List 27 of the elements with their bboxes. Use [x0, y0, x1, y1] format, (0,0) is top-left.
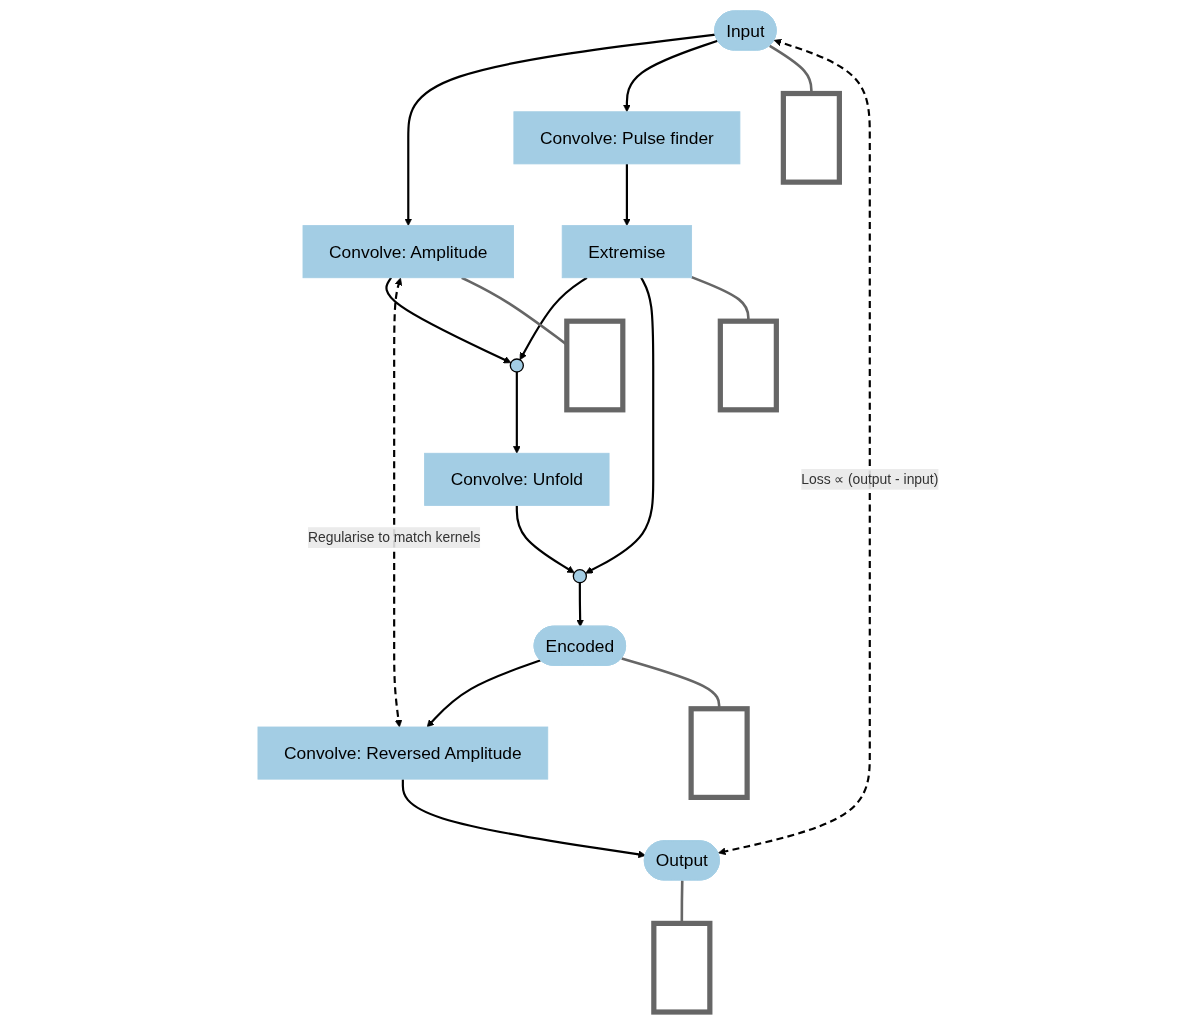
arrow — [623, 39, 719, 113]
arrow — [576, 582, 585, 627]
arrow — [623, 163, 632, 226]
node-box: Extremise — [562, 225, 693, 279]
edge-label: Regularise to match kernels — [308, 529, 481, 545]
edge-label: Loss ∝ (output - input) — [801, 471, 939, 487]
arrow — [402, 779, 647, 859]
node-box — [651, 920, 713, 1015]
node-box — [688, 706, 751, 800]
arrow — [520, 276, 588, 361]
arrow — [385, 277, 512, 364]
arrow — [718, 38, 872, 856]
arrow — [404, 33, 716, 226]
node-box — [718, 318, 780, 413]
node-box: Convolve: Amplitude — [302, 225, 515, 279]
node-box: Convolve: Unfold — [424, 452, 610, 506]
node-box — [781, 90, 843, 185]
node-circle — [573, 569, 588, 584]
node-box: Convolve: Reversed Amplitude — [257, 726, 549, 780]
node-box — [564, 318, 626, 413]
node-box: Convolve: Pulse finder — [513, 111, 741, 165]
arrow — [585, 277, 655, 574]
node-circle — [510, 358, 525, 373]
arrow — [516, 505, 575, 574]
arrow — [513, 372, 521, 454]
arrow — [427, 659, 542, 728]
arrow — [393, 277, 403, 728]
